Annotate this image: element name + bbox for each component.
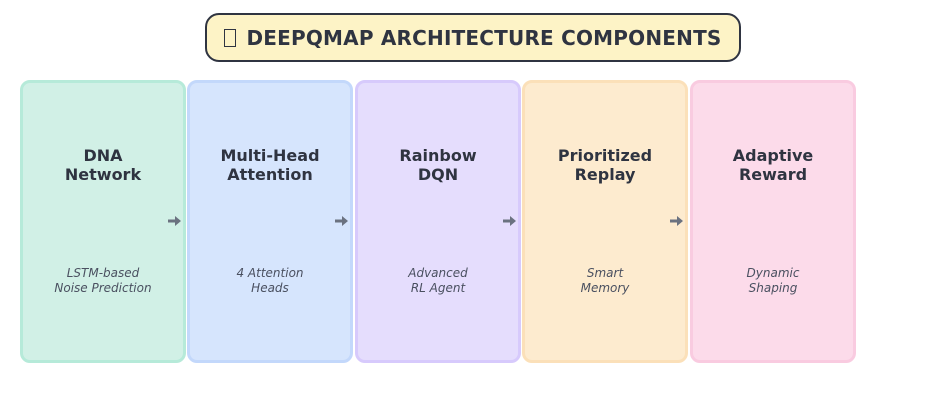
component-card-prioritized-replay: Prioritized Replay Smart Memory [522,80,688,363]
flow-arrow-icon [168,216,181,226]
component-subtitle-line: Advanced [408,266,468,280]
component-title-line: DQN [417,165,459,184]
flow-arrow-icon [670,216,683,226]
component-subtitle-line: RL Agent [410,281,466,295]
component-title-line: Replay [574,165,636,184]
component-subtitle-line: Shaping [748,281,798,295]
component-subtitle-line: Smart [586,266,624,280]
component-title-line: DNA [83,146,123,165]
component-subtitle-line: 4 Attention [236,266,304,280]
component-title-line: Network [64,165,142,184]
component-subtitle: 4 Attention Heads [190,266,350,296]
component-subtitle-line: Heads [251,281,289,295]
component-title-line: Rainbow [399,146,477,165]
component-title-line: Multi-Head [220,146,320,165]
flow-arrow-icon [335,216,348,226]
diagram-title-box: DEEPQMAP ARCHITECTURE COMPONENTS [205,13,741,62]
component-title-line: Adaptive [732,146,814,165]
square-glyph-icon [224,28,237,47]
component-title-line: Prioritized [557,146,653,165]
component-subtitle: Dynamic Shaping [693,266,853,296]
component-subtitle-line: LSTM-based [66,266,140,280]
component-card-multi-head-attention: Multi-Head Attention 4 Attention Heads [187,80,353,363]
component-card-adaptive-reward: Adaptive Reward Dynamic Shaping [690,80,856,363]
component-title: DNA Network [23,146,183,184]
flow-arrow-icon [503,216,516,226]
flow-arrow-shape [335,216,348,226]
component-title: Multi-Head Attention [190,146,350,184]
flow-arrow-shape [168,216,181,226]
diagram-title: DEEPQMAP ARCHITECTURE COMPONENTS [246,25,722,50]
flow-arrow-shape [670,216,683,226]
component-subtitle-line: Noise Prediction [54,281,152,295]
component-title-line: Reward [738,165,808,184]
component-subtitle: LSTM-based Noise Prediction [23,266,183,296]
component-subtitle: Advanced RL Agent [358,266,518,296]
component-card-rainbow-dqn: Rainbow DQN Advanced RL Agent [355,80,521,363]
component-subtitle-line: Dynamic [746,266,800,280]
component-title: Adaptive Reward [693,146,853,184]
component-subtitle: Smart Memory [525,266,685,296]
component-title: Prioritized Replay [525,146,685,184]
component-title-line: Attention [227,165,313,184]
component-title: Rainbow DQN [358,146,518,184]
component-subtitle-line: Memory [580,281,630,295]
flow-arrow-shape [503,216,516,226]
component-card-dna-network: DNA Network LSTM-based Noise Prediction [20,80,186,363]
